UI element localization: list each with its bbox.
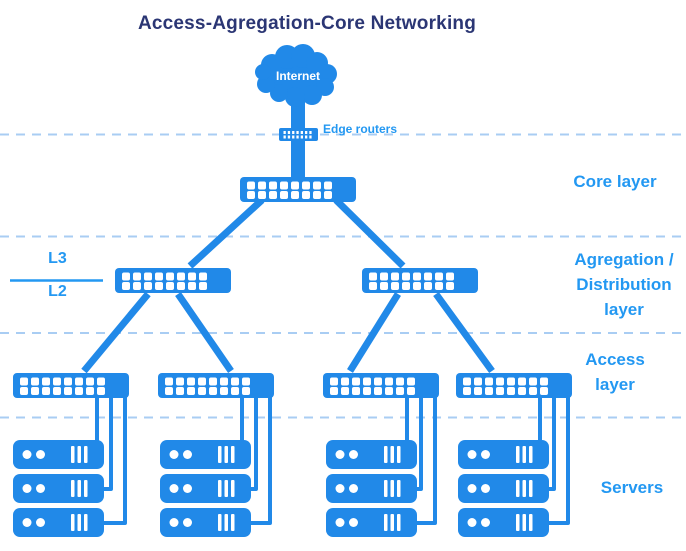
link-core-agg-left (187, 197, 265, 269)
server (160, 474, 251, 503)
server-stack-4 (458, 440, 549, 537)
server (160, 508, 251, 537)
server (13, 440, 104, 469)
link-access2-server3 (251, 396, 272, 525)
core-layer-label: Core layer (573, 172, 657, 191)
server (160, 440, 251, 469)
server (458, 474, 549, 503)
aggregation-switch-left (115, 268, 231, 293)
link-access3-server2 (417, 396, 423, 491)
link-access2-server2 (251, 396, 258, 491)
server (458, 508, 549, 537)
l2-annotation: L2 (48, 283, 67, 300)
link-access4-server2 (549, 396, 556, 491)
aggregation-switch-right (362, 268, 478, 293)
aggregation-layer-label-line2: Distribution (576, 275, 672, 294)
internet-cloud-icon (255, 44, 337, 107)
server (326, 440, 417, 469)
edge-routers-label: Edge routers (323, 122, 398, 136)
edge-router-switch (279, 128, 318, 141)
link-access1-server3 (104, 396, 127, 525)
server (326, 474, 417, 503)
link-aggright-access4 (433, 291, 495, 374)
access-layer-label-line2: layer (595, 375, 635, 394)
access-switch-1 (13, 373, 129, 398)
access-layer-label-line1: Access (585, 350, 645, 369)
access-switch-2 (158, 373, 274, 398)
link-aggright-access3 (347, 292, 401, 373)
link-core-agg-right (333, 197, 406, 269)
server-stack-1 (13, 440, 104, 537)
page-title: Access-Agregation-Core Networking (137, 13, 477, 34)
server (326, 508, 417, 537)
server-stack-3 (326, 440, 417, 537)
link-aggleft-access1 (81, 291, 151, 374)
internet-label: Internet (275, 69, 320, 83)
link-access3-server3 (417, 396, 437, 525)
aggregation-layer-label-line1: Agregation / (574, 250, 674, 269)
l3-annotation: L3 (48, 250, 67, 267)
link-access1-server2 (104, 396, 113, 491)
server (13, 508, 104, 537)
core-switch (240, 177, 356, 202)
access-switch-3 (323, 373, 439, 398)
servers-label: Servers (600, 478, 664, 497)
link-aggleft-access2 (175, 292, 234, 373)
server-stack-2 (160, 440, 251, 537)
aggregation-layer-label-line3: layer (604, 300, 644, 319)
link-access4-server3 (549, 396, 570, 525)
server (13, 474, 104, 503)
server (458, 440, 549, 469)
